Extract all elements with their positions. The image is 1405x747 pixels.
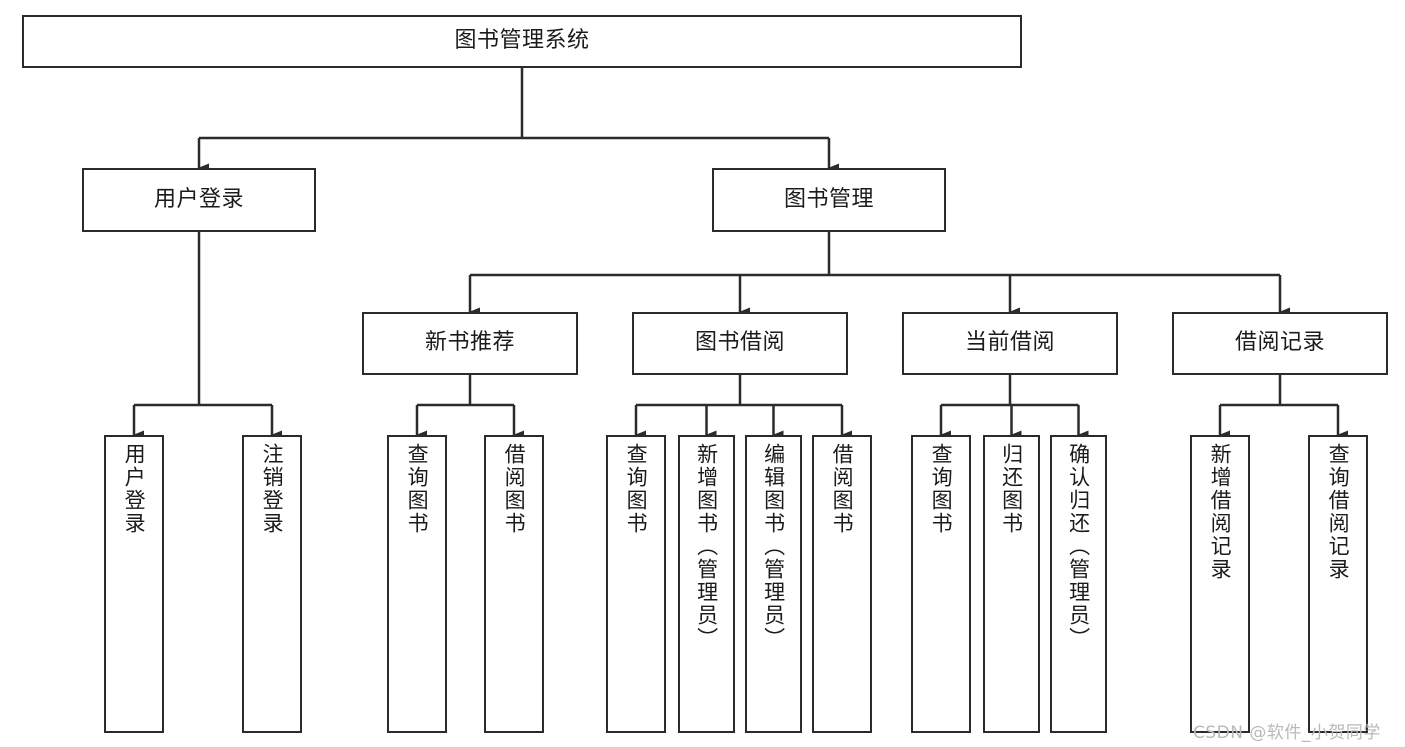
node-newbook: 新书推荐 [362,312,578,375]
node-label: 图书借阅 [694,330,785,356]
node-label: 借阅记录 [1234,330,1325,356]
node-nb-query: 查询图书 [387,435,447,733]
csdn-watermark: CSDN @软件_小贺同学 [1193,723,1381,743]
node-label: 借阅图书 [830,443,855,535]
node-login: 用户登录 [82,168,316,232]
node-label: 借阅图书 [502,443,527,535]
node-label: 新书推荐 [424,330,515,356]
node-userlogin: 用户登录 [104,435,164,733]
node-label: 查询图书 [929,443,954,535]
node-label: 归还图书 [999,443,1024,535]
node-records: 借阅记录 [1172,312,1388,375]
node-label: 图书管理系统 [454,28,590,54]
node-label: 查询借阅记录 [1326,443,1351,581]
node-bw-add: 新增图书（管理员） [678,435,735,733]
node-bw-borrow: 借阅图书 [812,435,872,733]
node-rc-add: 新增借阅记录 [1190,435,1250,733]
node-label: 编辑图书（管理员） [761,443,786,650]
node-nb-borrow: 借阅图书 [484,435,544,733]
node-cb-confirm: 确认归还（管理员） [1050,435,1107,733]
node-current: 当前借阅 [902,312,1118,375]
node-label: 查询图书 [624,443,649,535]
node-label: 新增图书（管理员） [694,443,719,650]
node-cb-query: 查询图书 [911,435,971,733]
node-userlogout: 注销登录 [242,435,302,733]
node-borrow: 图书借阅 [632,312,848,375]
node-label: 新增借阅记录 [1208,443,1233,581]
node-label: 用户登录 [122,443,147,535]
node-bookmgmt: 图书管理 [712,168,946,232]
edge-group [132,68,1348,440]
node-label: 查询图书 [405,443,430,535]
node-bw-edit: 编辑图书（管理员） [745,435,802,733]
node-bw-query: 查询图书 [606,435,666,733]
node-label: 当前借阅 [964,330,1055,356]
node-label: 注销登录 [260,443,285,535]
node-label: 用户登录 [153,186,244,212]
node-label: 确认归还（管理员） [1066,443,1091,650]
node-label: 图书管理 [783,186,874,212]
node-cb-return: 归还图书 [983,435,1040,733]
node-root: 图书管理系统 [22,15,1022,68]
node-rc-query: 查询借阅记录 [1308,435,1368,733]
